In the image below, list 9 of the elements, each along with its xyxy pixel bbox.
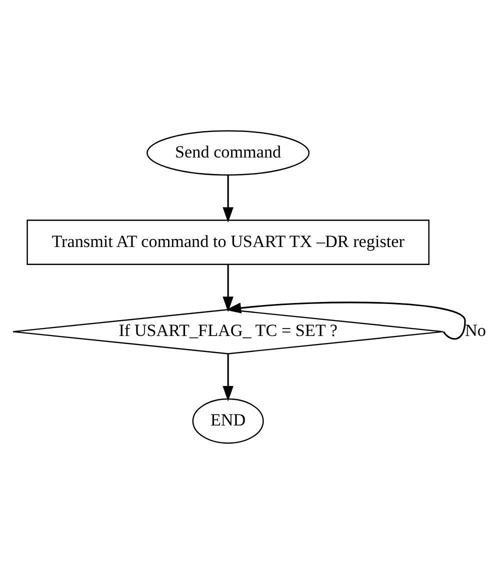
arrow: [222, 353, 234, 401]
node-box: Transmit AT command to USART TX –DR register: [26, 219, 430, 264]
node-ellipse: END: [192, 398, 264, 444]
edge-label: No: [464, 320, 486, 340]
arrow: [226, 301, 466, 340]
node-diamond: If USART_FLAG_ TC = SET ?: [12, 308, 444, 354]
arrow: [222, 264, 234, 312]
node-ellipse: Send command: [146, 130, 310, 176]
arrow: [222, 174, 234, 222]
